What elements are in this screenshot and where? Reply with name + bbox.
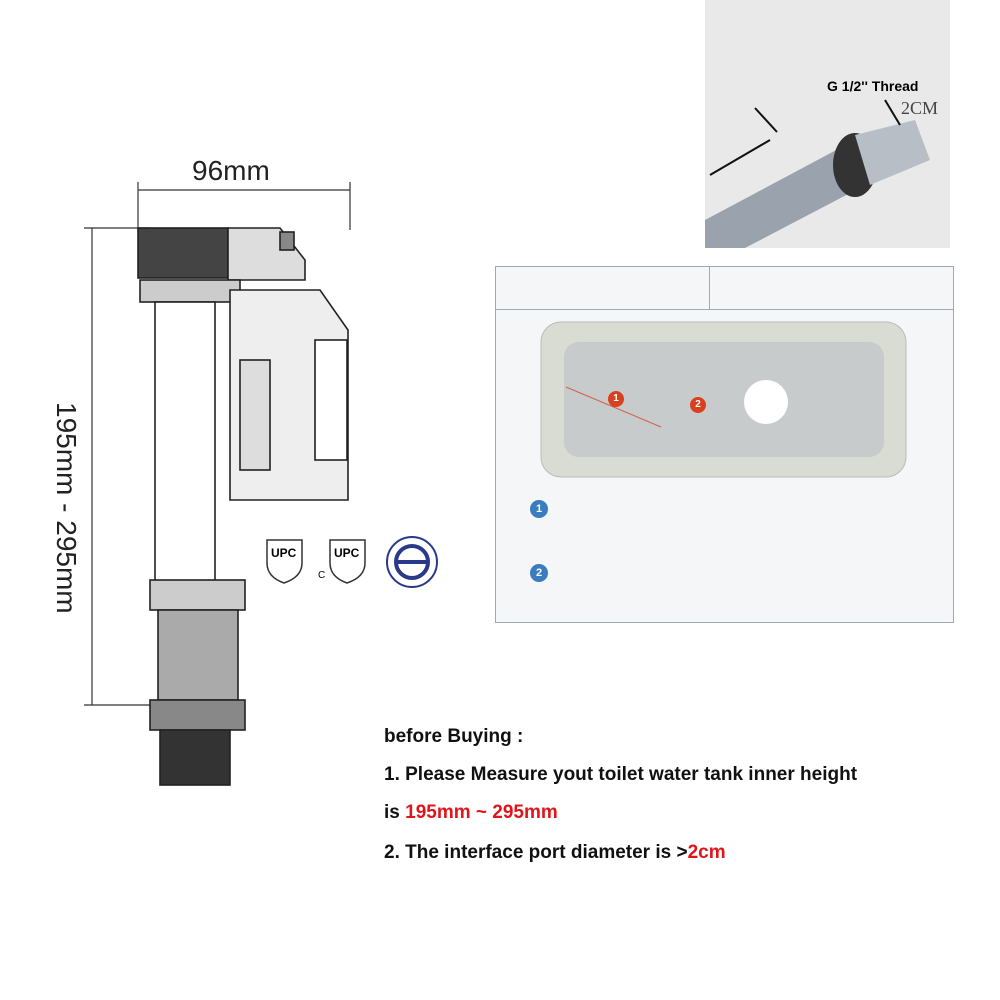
tank-photo: 1 2 1 2 [495,266,954,623]
instructions-heading: before Buying : [384,726,524,747]
marker-1: 1 [608,391,624,407]
height-range: 195mm ~ 295mm [405,802,558,823]
marker-2: 2 [690,397,706,413]
legend-1: 1 [530,500,548,518]
upc-logo: UPC [266,539,303,584]
cupc-label: UPC [334,546,360,560]
cupc-logo: UPC [329,539,366,584]
c-mark: C [318,570,326,581]
thread-photo: G 1/2'' Thread 2CM [705,0,950,248]
instruction-2: 2. The interface port diameter is > [384,842,688,863]
legend-2: 2 [530,564,548,582]
certification-seal-icon [386,536,438,588]
diameter-label: 2CM [901,98,939,118]
port-diameter: 2cm [687,842,726,863]
height-dimension: 195mm - 295mm [51,402,82,614]
instruction-1: 1. Please Measure yout toilet water tank… [384,764,858,785]
instruction-1-cont: is [384,802,406,823]
width-dimension: 96mm [192,155,270,186]
thread-label: G 1/2'' Thread [827,78,919,94]
fill-valve-drawing [84,182,351,786]
upc-label: UPC [271,546,297,560]
